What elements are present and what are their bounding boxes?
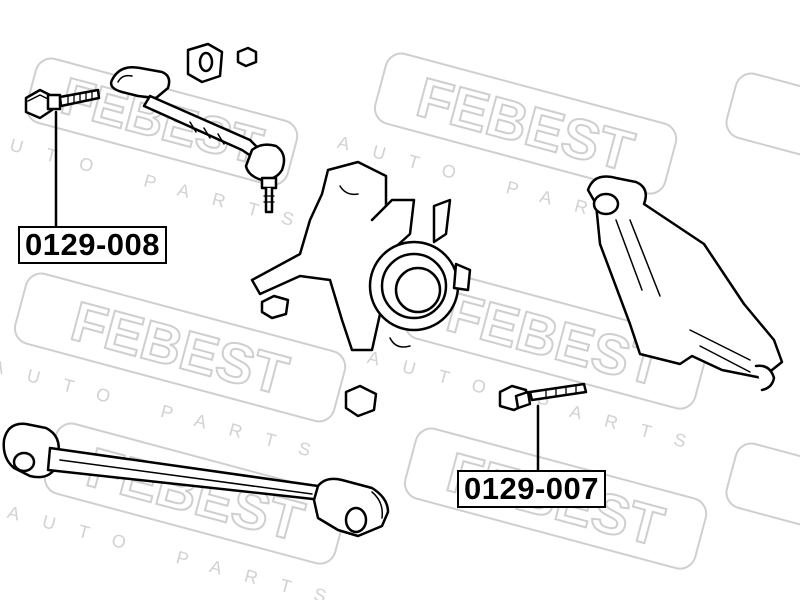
part-number-label-007: 0129-007 [457, 470, 607, 508]
upper-control-arm [109, 66, 286, 214]
steering-knuckle [250, 160, 472, 418]
bushing-small [186, 42, 258, 84]
lower-rear-arm [586, 175, 784, 392]
camber-bolt-007 [498, 382, 588, 472]
parts-line-art [2, 42, 784, 538]
part-number-label-008: 0129-008 [18, 226, 168, 264]
trailing-link [2, 422, 390, 538]
camber-bolt-008 [24, 88, 101, 228]
